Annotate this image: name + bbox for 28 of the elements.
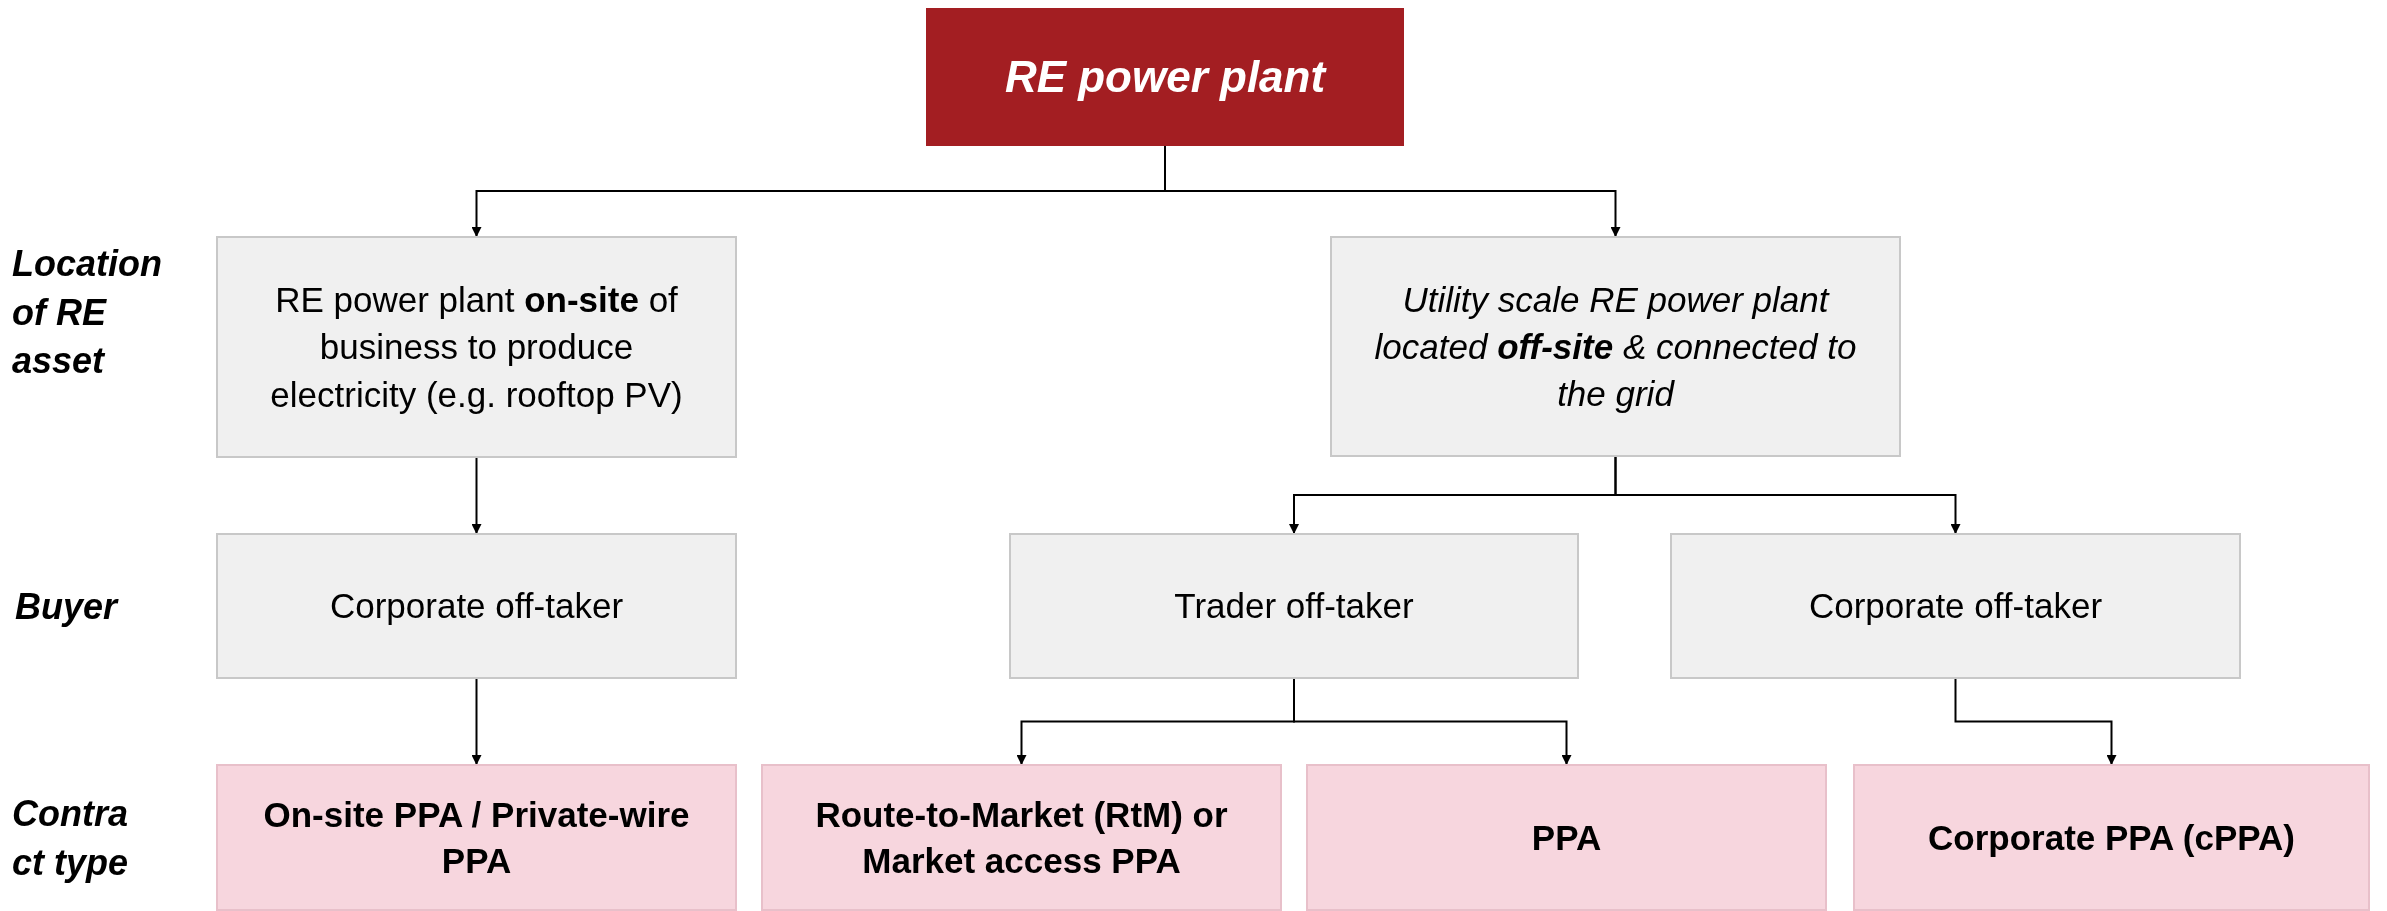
box-text: Route-to-Market (RtM) or Market access PPA — [814, 794, 1229, 882]
box-text: RE power plant on-site of business to produce electricity (e.g. rooftop PV) — [269, 279, 684, 416]
buyer-box — [1670, 533, 2241, 679]
buyer-box — [216, 533, 737, 679]
box-text: Corporate off-taker — [329, 584, 624, 627]
box-text: Corporate off-taker — [1808, 584, 2103, 627]
contract-box — [216, 764, 737, 911]
box-text: PPA — [1531, 816, 1602, 859]
connector-arrow — [1614, 456, 1961, 534]
buyer-box — [1009, 533, 1579, 679]
box-text: RE power plant — [1004, 51, 1326, 103]
contract-box — [1306, 764, 1827, 911]
box-text: On-site PPA / Private-wire PPA — [262, 794, 691, 882]
row-label: Buyer — [15, 585, 120, 629]
row-label: Location of RE asset — [12, 242, 163, 384]
connector-arrow — [471, 678, 482, 765]
root-box — [926, 8, 1404, 146]
location-box — [216, 236, 737, 458]
connector-arrow — [1293, 678, 1572, 765]
box-text: Trader off-taker — [1174, 584, 1414, 627]
contract-box — [1853, 764, 2370, 911]
box-text: Corporate PPA (cPPA) — [1928, 816, 2295, 859]
connector-arrow — [1954, 678, 2117, 765]
location-box — [1330, 236, 1901, 457]
contract-box — [761, 764, 1282, 911]
connector-arrow — [471, 457, 482, 534]
row-label: Contra ct type — [12, 792, 130, 885]
box-text: Utility scale RE power plant located off-site & connected to the grid — [1373, 278, 1858, 416]
